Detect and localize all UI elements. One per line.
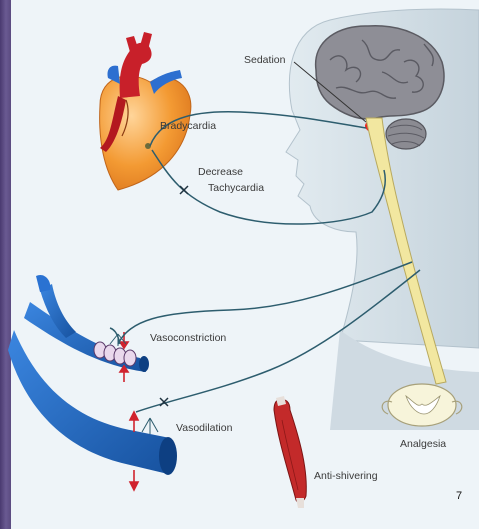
label-vasodilation: Vasodilation [176,422,232,434]
cerebellum [386,119,426,149]
nerve-block-marks [160,186,188,406]
label-anti-shivering: Anti-shivering [314,470,378,482]
heart [100,32,191,190]
brain [316,26,444,119]
vessel-lumen-constricted [139,356,149,372]
label-analgesia: Analgesia [400,438,446,450]
label-sedation: Sedation [244,54,285,66]
blood-vessels [8,275,177,490]
label-bradycardia: Bradycardia [160,120,216,132]
label-decrease: Decrease [198,166,243,178]
vessel-lumen-dilated [159,437,177,475]
label-vasoconstriction: Vasoconstriction [150,332,226,344]
page-number: 7 [456,490,462,502]
muscle [274,396,306,508]
label-tachycardia: Tachycardia [208,182,264,194]
